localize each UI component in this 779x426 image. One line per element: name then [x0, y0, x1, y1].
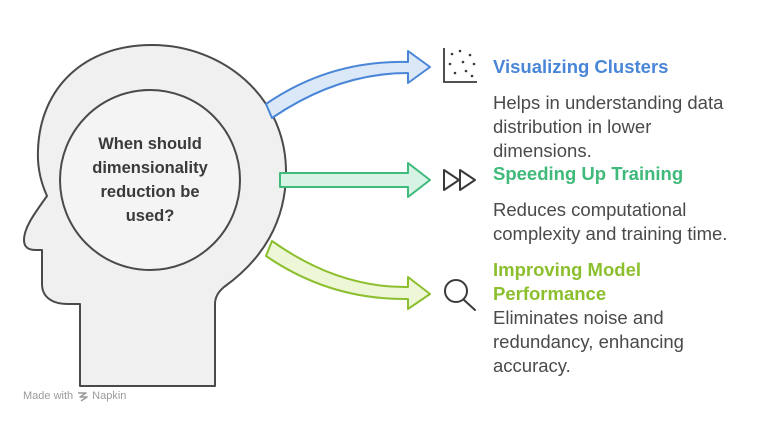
- scatter-plot-icon: [443, 48, 477, 83]
- napkin-logo-icon: [78, 391, 88, 402]
- question-line: When should: [98, 135, 202, 153]
- question-line: reduction be: [100, 183, 200, 201]
- description-line: redundancy, enhancing: [493, 331, 684, 352]
- made-with-napkin-footer: Made with Napkin: [23, 390, 126, 402]
- magnifier-icon: [444, 279, 476, 311]
- central-question: When should dimensionality reduction be …: [62, 132, 238, 228]
- item-description-visualizing-clusters: Helps in understanding data distribution…: [493, 91, 723, 163]
- description-line: dimensions.: [493, 140, 592, 161]
- item-title-speeding-up-training: Speeding Up Training: [493, 163, 684, 184]
- description-line: distribution in lower: [493, 116, 652, 137]
- question-line: used?: [125, 207, 175, 225]
- question-line: dimensionality: [92, 159, 208, 177]
- description-line: accuracy.: [493, 355, 571, 376]
- fast-forward-icon: [443, 169, 476, 191]
- description-line: Helps in understanding data: [493, 92, 724, 113]
- title-line: Improving Model: [493, 259, 641, 280]
- footer-text: Made with: [23, 390, 74, 402]
- description-line: Eliminates noise and: [493, 307, 664, 328]
- footer-brand: Napkin: [92, 390, 127, 402]
- item-description-improving-model-performance: Eliminates noise and redundancy, enhanci…: [493, 306, 684, 378]
- item-description-speeding-up-training: Reduces computational complexity and tra…: [493, 198, 727, 246]
- item-title-improving-model-performance: Improving Model Performance: [493, 258, 641, 306]
- description-line: complexity and training time.: [493, 223, 728, 244]
- item-title-visualizing-clusters: Visualizing Clusters: [493, 56, 669, 77]
- arrow-visualizing-clusters: [265, 50, 431, 119]
- arrow-speeding-up-training: [279, 162, 431, 198]
- title-line: Performance: [493, 283, 607, 304]
- arrow-improving-model-performance: [265, 240, 431, 310]
- question-circle: [59, 89, 241, 271]
- description-line: Reduces computational: [493, 199, 687, 220]
